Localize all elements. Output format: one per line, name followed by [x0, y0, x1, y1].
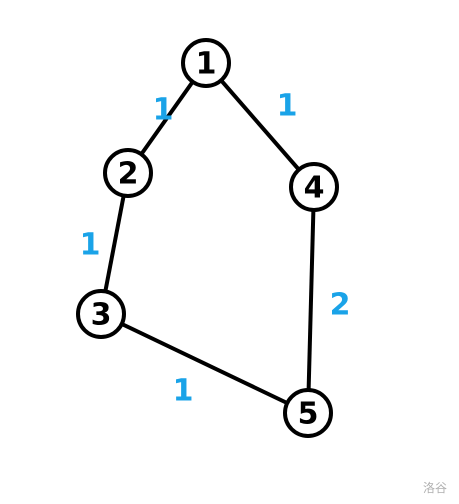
edge-weight-2-3: 1: [80, 228, 101, 263]
node-5: 5: [283, 388, 333, 438]
node-label-1: 1: [196, 47, 217, 82]
edge-weight-3-5: 1: [173, 374, 194, 409]
node-circle-1: [181, 38, 231, 88]
edge-3-5: [100, 312, 309, 415]
node-4: 4: [289, 162, 339, 212]
node-circle-4: [289, 162, 339, 212]
edge-weight-1-2: 1: [153, 93, 174, 128]
node-label-3: 3: [91, 298, 112, 333]
node-label-4: 4: [304, 171, 325, 206]
node-1: 1: [181, 38, 231, 88]
edge-weight-4-5: 2: [330, 288, 351, 323]
node-3: 3: [76, 289, 126, 339]
watermark: 洛谷: [422, 481, 447, 495]
node-circle-3: [76, 289, 126, 339]
node-2: 2: [103, 148, 153, 198]
edge-weight-1-4: 1: [277, 89, 298, 124]
node-circle-5: [283, 388, 333, 438]
node-circle-2: [103, 148, 153, 198]
edge-1-4: [204, 61, 316, 189]
edge-4-5: [306, 186, 316, 414]
node-label-2: 2: [118, 157, 139, 192]
node-label-5: 5: [298, 397, 319, 432]
